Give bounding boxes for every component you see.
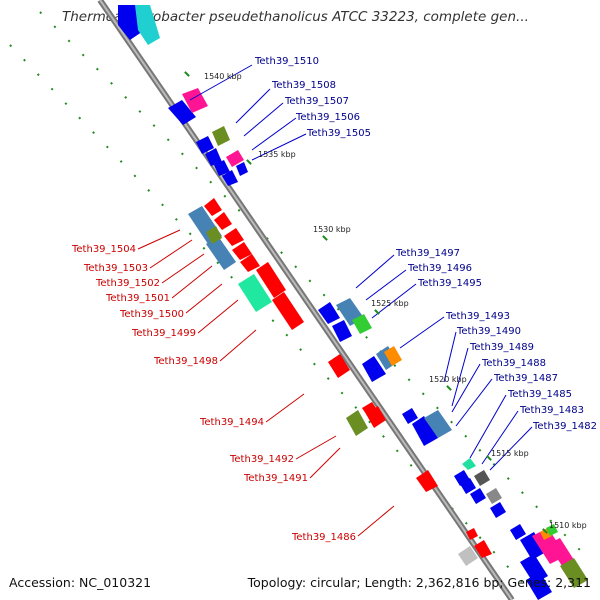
gene-label-forward[interactable]: Teth39_1488 bbox=[481, 358, 546, 369]
kbp-label: 1520 kbp bbox=[429, 375, 467, 384]
gene-label-reverse[interactable]: Teth39_1503 bbox=[83, 263, 148, 274]
gene-feature[interactable] bbox=[168, 100, 196, 125]
gene-feature[interactable] bbox=[474, 540, 492, 558]
gene-label-forward[interactable]: Teth39_1510 bbox=[254, 56, 319, 67]
gene-label-forward[interactable]: Teth39_1497 bbox=[395, 248, 460, 259]
kbp-label: 1515 kbp bbox=[491, 449, 529, 458]
accession-text: Accession: NC_010321 bbox=[9, 575, 152, 590]
forward-leader-lines bbox=[189, 64, 533, 471]
gene-feature[interactable] bbox=[460, 478, 476, 494]
gene-feature[interactable] bbox=[212, 126, 230, 146]
gene-label-forward[interactable]: Teth39_1493 bbox=[445, 311, 510, 322]
gene-label-reverse[interactable]: Teth39_1499 bbox=[131, 328, 196, 339]
gene-feature[interactable] bbox=[214, 160, 230, 176]
gene-label-reverse[interactable]: Teth39_1491 bbox=[243, 473, 308, 484]
gene-feature[interactable] bbox=[206, 226, 222, 244]
gene-feature[interactable] bbox=[520, 532, 546, 560]
gene-feature[interactable] bbox=[272, 292, 304, 330]
gene-feature[interactable] bbox=[402, 408, 418, 424]
gene-label-reverse[interactable]: Teth39_1501 bbox=[105, 293, 170, 304]
gene-feature[interactable] bbox=[560, 558, 588, 588]
gene-feature[interactable] bbox=[466, 528, 478, 540]
gene-label-forward[interactable]: Teth39_1506 bbox=[295, 112, 360, 123]
gene-feature[interactable] bbox=[412, 416, 438, 446]
gene-feature[interactable] bbox=[352, 314, 372, 334]
gene-feature[interactable] bbox=[548, 538, 574, 566]
kbp-label: 1535 kbp bbox=[258, 150, 296, 159]
gene-label-forward[interactable]: Teth39_1487 bbox=[493, 373, 558, 384]
gene-label-forward[interactable]: Teth39_1485 bbox=[507, 389, 572, 400]
kbp-label: 1525 kbp bbox=[371, 299, 409, 308]
gene-feature[interactable] bbox=[224, 228, 244, 246]
gene-feature[interactable] bbox=[206, 236, 236, 270]
gene-label-reverse[interactable]: Teth39_1500 bbox=[119, 309, 184, 320]
gene-label-reverse[interactable]: Teth39_1502 bbox=[95, 278, 160, 289]
gene-feature[interactable] bbox=[236, 162, 248, 176]
gene-feature[interactable] bbox=[490, 502, 506, 518]
gene-feature[interactable] bbox=[135, 5, 160, 45]
gene-feature[interactable] bbox=[205, 148, 222, 166]
gene-label-reverse[interactable]: Teth39_1504 bbox=[71, 244, 136, 255]
gene-label-reverse[interactable]: Teth39_1494 bbox=[199, 417, 264, 428]
gene-label-forward[interactable]: Teth39_1483 bbox=[519, 405, 584, 416]
gene-feature[interactable] bbox=[332, 320, 352, 342]
gene-label-forward[interactable]: Teth39_1496 bbox=[407, 263, 472, 274]
gene-feature[interactable] bbox=[486, 488, 502, 504]
gene-feature[interactable] bbox=[182, 88, 208, 113]
kbp-tick-marks bbox=[184, 71, 548, 534]
gene-label-reverse[interactable]: Teth39_1486 bbox=[291, 532, 356, 543]
gene-feature[interactable] bbox=[384, 346, 402, 366]
reverse-genes bbox=[188, 198, 492, 566]
gene-feature[interactable] bbox=[510, 524, 526, 540]
gene-feature[interactable] bbox=[474, 470, 490, 486]
gene-feature[interactable] bbox=[416, 470, 438, 492]
kbp-label: 1530 kbp bbox=[313, 225, 351, 234]
gene-feature[interactable] bbox=[366, 406, 386, 428]
reverse-leader-lines bbox=[137, 229, 395, 537]
gene-feature[interactable] bbox=[470, 488, 486, 504]
gene-feature[interactable] bbox=[238, 274, 272, 312]
kbp-label: 1540 kbp bbox=[204, 72, 242, 81]
gene-label-forward[interactable]: Teth39_1490 bbox=[456, 326, 521, 337]
gene-feature[interactable] bbox=[226, 150, 244, 167]
gene-feature[interactable] bbox=[256, 262, 286, 298]
gene-feature[interactable] bbox=[240, 254, 260, 272]
gene-feature[interactable] bbox=[204, 198, 222, 216]
gene-feature[interactable] bbox=[462, 458, 476, 470]
gene-feature[interactable] bbox=[424, 410, 452, 438]
gene-label-reverse[interactable]: Teth39_1492 bbox=[229, 454, 294, 465]
kbp-label: 1510 kbp bbox=[549, 521, 587, 530]
gene-feature[interactable] bbox=[458, 546, 478, 566]
gene-feature[interactable] bbox=[196, 136, 214, 154]
gene-feature[interactable] bbox=[222, 170, 238, 186]
gene-feature[interactable] bbox=[318, 302, 340, 324]
gene-feature[interactable] bbox=[546, 524, 558, 536]
topology-summary: Topology: circular; Length: 2,362,816 bp… bbox=[247, 575, 591, 590]
gene-feature[interactable] bbox=[346, 410, 368, 436]
gene-feature[interactable] bbox=[232, 242, 252, 260]
gene-feature[interactable] bbox=[214, 212, 232, 230]
gene-feature[interactable] bbox=[526, 572, 552, 600]
gene-label-forward[interactable]: Teth39_1505 bbox=[306, 128, 371, 139]
gene-label-forward[interactable]: Teth39_1482 bbox=[532, 421, 597, 432]
forward-genes bbox=[118, 5, 588, 600]
gene-feature[interactable] bbox=[328, 354, 350, 378]
gene-label-reverse[interactable]: Teth39_1498 bbox=[153, 356, 218, 367]
gene-label-forward[interactable]: Teth39_1489 bbox=[469, 342, 534, 353]
map-title: Thermoanaerobacter pseudethanolicus ATCC… bbox=[62, 9, 529, 25]
gene-label-forward[interactable]: Teth39_1495 bbox=[417, 278, 482, 289]
gene-label-forward[interactable]: Teth39_1508 bbox=[271, 80, 336, 91]
gene-feature[interactable] bbox=[362, 356, 386, 382]
gene-label-forward[interactable]: Teth39_1507 bbox=[284, 96, 349, 107]
